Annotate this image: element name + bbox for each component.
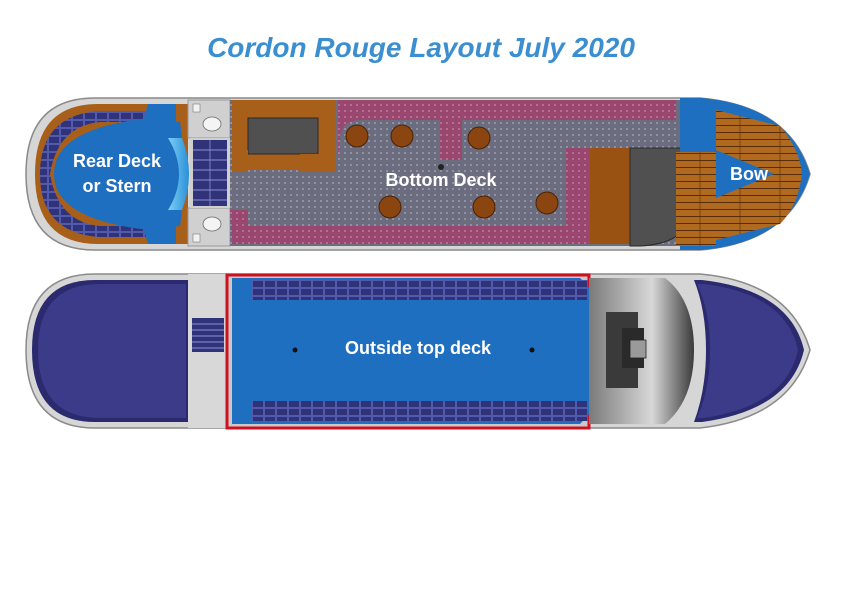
table-icon <box>345 124 369 148</box>
toilet-icon <box>187 207 231 247</box>
saloon-seating <box>230 100 676 244</box>
table-icon <box>390 124 414 148</box>
post <box>292 347 298 353</box>
bottom-deck-label: Bottom Deck <box>385 170 497 190</box>
bench-icon <box>252 280 588 300</box>
table-icon <box>472 195 496 219</box>
table-icon <box>378 195 402 219</box>
table-icon <box>535 191 559 215</box>
bow-roof <box>697 284 798 418</box>
stern-label: or Stern <box>82 176 151 196</box>
bow-label: Bow <box>730 164 769 184</box>
bar-top <box>247 117 319 155</box>
rear-deck-label: Rear Deck <box>73 151 162 171</box>
bow-bench <box>716 110 802 174</box>
helm-icon <box>606 312 647 388</box>
bottom-deck-plan: Rear Deck or Stern Bottom Deck Bow <box>25 97 811 251</box>
toilet-icon <box>187 99 231 139</box>
page-title: Cordon Rouge Layout July 2020 <box>207 32 635 63</box>
outside-top-deck-label: Outside top deck <box>345 338 492 358</box>
table-icon <box>467 126 491 150</box>
stairs-icon <box>190 138 230 208</box>
stairs-icon <box>192 318 224 352</box>
bow-bench <box>716 174 802 240</box>
pillar <box>438 164 444 170</box>
outside-top-deck <box>232 278 612 424</box>
front-cabinet <box>590 148 630 244</box>
bench-icon <box>252 401 588 421</box>
rear-deck-step <box>168 138 189 210</box>
post <box>529 347 535 353</box>
top-deck-plan: Outside top deck <box>25 273 811 430</box>
bow-bench <box>676 152 716 246</box>
